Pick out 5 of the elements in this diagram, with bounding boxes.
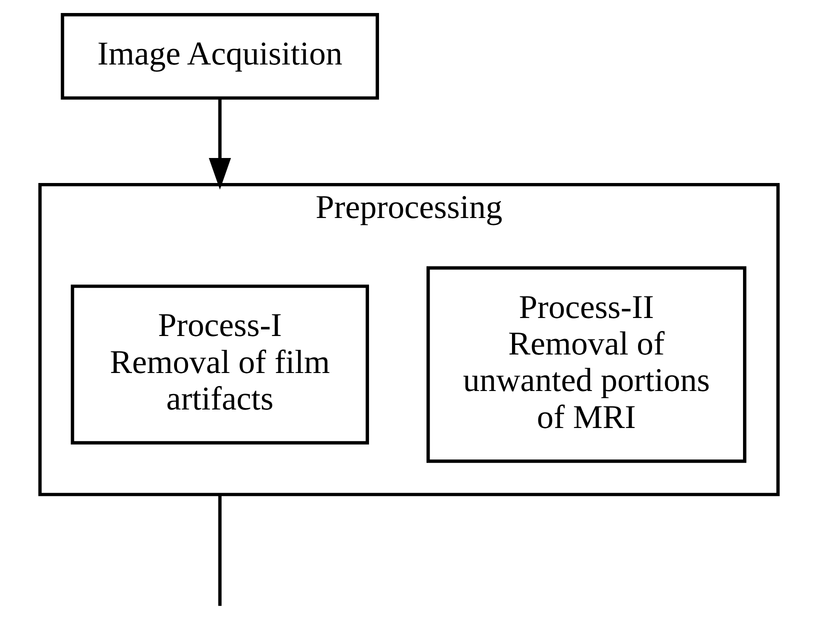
node-box: Process-II Removal of unwanted portions of MRI (426, 266, 746, 463)
connector (218, 494, 222, 606)
arrow (208, 98, 231, 190)
node-box: Image Acquisition (60, 13, 380, 100)
node-box: Process-I Removal of film artifacts (70, 284, 370, 445)
